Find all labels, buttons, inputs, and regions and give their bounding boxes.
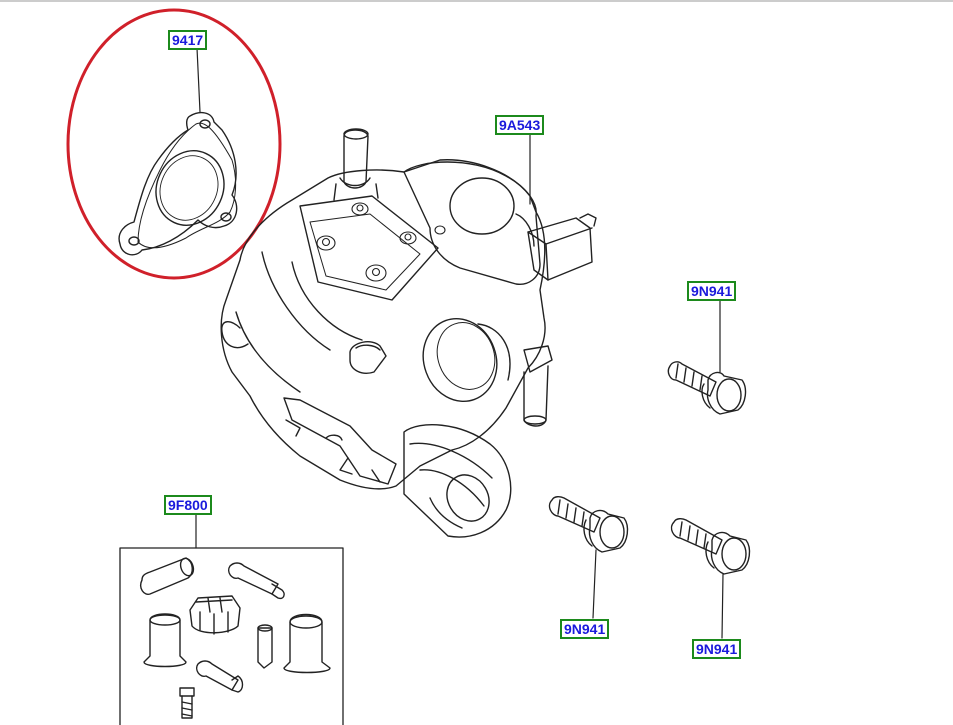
repair-kit-drawing[interactable] [119,547,344,725]
bolt-lower-right-drawing[interactable] [670,517,751,575]
leader-lines [195,47,724,639]
callout-9a543[interactable]: 9A543 [495,115,545,135]
bolt-upper-drawing[interactable] [667,361,747,415]
callout-9f800[interactable]: 9F800 [164,495,212,515]
highlight-ellipse [66,8,282,280]
callout-9n941-upper[interactable]: 9N941 [687,281,737,301]
callout-9n941-lower-left[interactable]: 9N941 [560,619,610,639]
callout-9417[interactable]: 9417 [168,30,208,50]
callout-9n941-lower-right[interactable]: 9N941 [692,639,742,659]
bolt-lower-left-drawing[interactable] [548,495,629,553]
fuel-pump-drawing[interactable] [220,128,597,538]
gasket-drawing[interactable] [118,111,238,256]
